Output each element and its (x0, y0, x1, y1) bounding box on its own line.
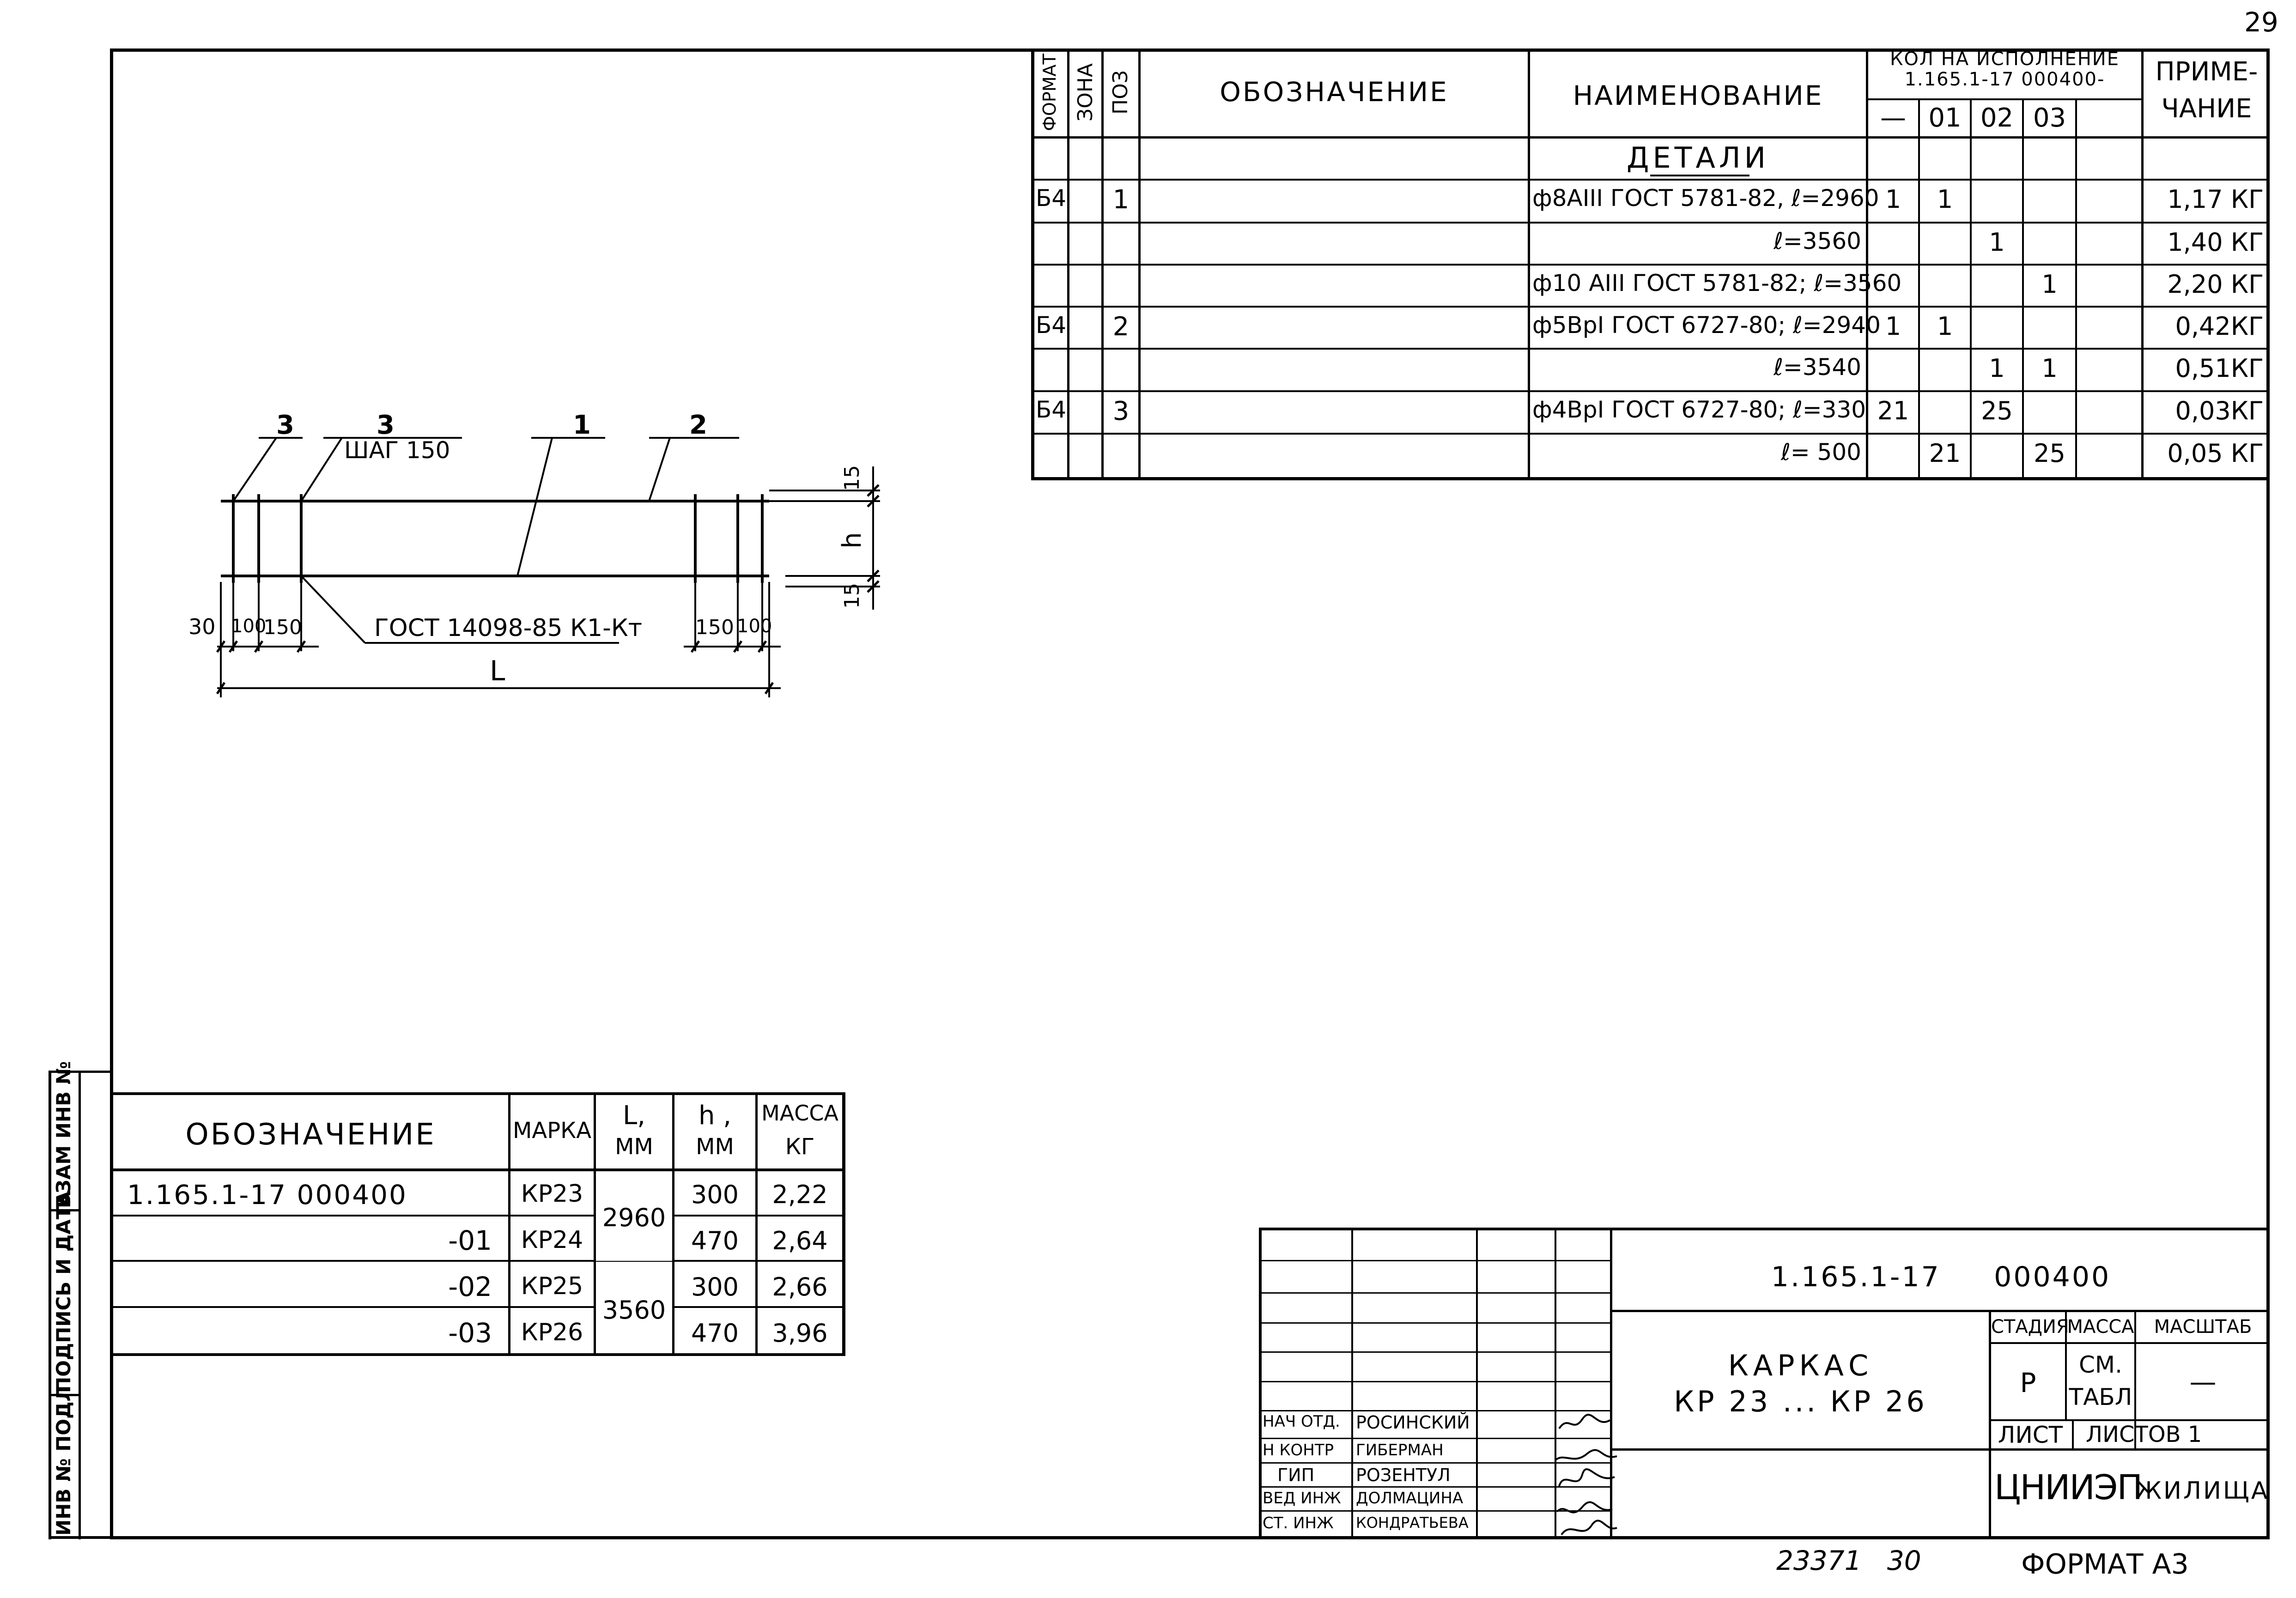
page-number: 29 (2244, 6, 2278, 38)
header-format: ФОРМАТ (1039, 54, 1060, 131)
mt-header-L1: L, (623, 1101, 645, 1131)
header-variant-0: — (1880, 103, 1906, 133)
sheet-label: ЛИСТ (1998, 1422, 2063, 1448)
org-name-1: ЦНИИЭП (1994, 1468, 2143, 1507)
stage-value: Р (2020, 1367, 2036, 1398)
spec-table: ФОРМАТ ЗОНА ПОЗ ОБОЗНАЧЕНИЕ НАИМЕНОВАНИЕ… (1031, 48, 2270, 480)
step-label: ШАГ 150 (344, 437, 450, 464)
callout-3a: 3 (276, 410, 294, 440)
section-title: ДЕТАЛИ (1627, 141, 1769, 175)
callout-2: 2 (689, 410, 707, 440)
header-name: НАИМЕНОВАНИЕ (1573, 80, 1823, 111)
podpis-label: ПОДПИСЬ И ДАТА (52, 1191, 75, 1393)
mass-header: МАССА (2067, 1316, 2134, 1338)
dim-L: L (490, 655, 505, 687)
org-name-2: ЖИЛИЩА (2136, 1477, 2270, 1505)
title-line1: КАРКАС (1728, 1349, 1873, 1382)
header-note-line1: ПРИМЕ- (2155, 57, 2258, 87)
mt-header-designation: ОБОЗНАЧЕНИЕ (185, 1118, 436, 1152)
mt-L-group-0: 2960 (602, 1203, 666, 1232)
mass-value-2: ТАБЛ (2069, 1384, 2132, 1410)
header-variant-2: 02 (1980, 103, 2014, 133)
header-note-line2: ЧАНИЕ (2161, 94, 2252, 124)
callout-3b: 3 (377, 410, 395, 440)
header-variant-1: 01 (1928, 103, 1962, 133)
marks-table: ОБОЗНАЧЕНИЕ МАРКА L, ММ h , ММ МАССА КГ … (113, 1092, 845, 1358)
dim-150-left: 150 (263, 616, 302, 639)
header-qty-line2: 1.165.1-17 000400- (1904, 69, 2105, 90)
title-line2: КР 23 ... КР 26 (1674, 1385, 1927, 1418)
header-zone: ЗОНА (1074, 63, 1097, 122)
dim-150-right: 150 (695, 616, 734, 639)
title-block: 1.165.1-17 000400 КАРКАС КР 23 ... КР 26… (1259, 1228, 2270, 1539)
header-variant-3: 03 (2033, 103, 2066, 133)
sheet-frame (110, 48, 2270, 1539)
doc-code: 1.165.1-17 000400 (1771, 1261, 2111, 1293)
mt-header-h2: ММ (696, 1134, 734, 1160)
mt-L-group-1: 3560 (602, 1295, 666, 1325)
mt-header-h1: h , (698, 1101, 732, 1131)
sheets-label: ЛИСТОВ 1 (2086, 1422, 2202, 1447)
vzam-label: ВЗАМ ИНВ № (52, 1061, 75, 1208)
footer-format: ФОРМАТ А3 (2021, 1548, 2189, 1580)
dim-15-bot: 15 (840, 583, 864, 609)
left-strip: ВЗАМ ИНВ № ПОДПИСЬ И ДАТА ИНВ № ПОДЛ (49, 1061, 113, 1539)
dim-100-left: 100 (231, 616, 267, 637)
signatures-graphic (1555, 1414, 1617, 1536)
dim-15-top: 15 (840, 465, 864, 491)
mt-header-mass1: МАССА (761, 1101, 838, 1126)
header-pos: ПОЗ (1109, 70, 1132, 115)
footer-number: 23371 30 (1776, 1545, 1921, 1576)
dim-30: 30 (188, 614, 216, 639)
mass-value-1: СМ. (2079, 1351, 2122, 1378)
scale-value: — (2189, 1366, 2217, 1398)
inv-label: ИНВ № ПОДЛ (52, 1385, 75, 1536)
dim-100-right: 100 (737, 616, 772, 637)
mt-header-mark: МАРКА (512, 1118, 592, 1144)
stage-header: СТАДИЯ (1991, 1316, 2069, 1338)
callout-1: 1 (573, 410, 591, 440)
dim-h: h (837, 532, 867, 549)
scale-header: МАСШТАБ (2154, 1316, 2252, 1338)
mt-header-L2: ММ (615, 1134, 653, 1160)
header-qty-line1: КОЛ НА ИСПОЛНЕНИЕ (1890, 48, 2120, 70)
header-designation: ОБОЗНАЧЕНИЕ (1220, 76, 1449, 108)
weld-note: ГОСТ 14098-85 К1-Кт (374, 614, 643, 642)
mt-header-mass2: КГ (785, 1134, 815, 1160)
frame-sketch (216, 437, 880, 697)
